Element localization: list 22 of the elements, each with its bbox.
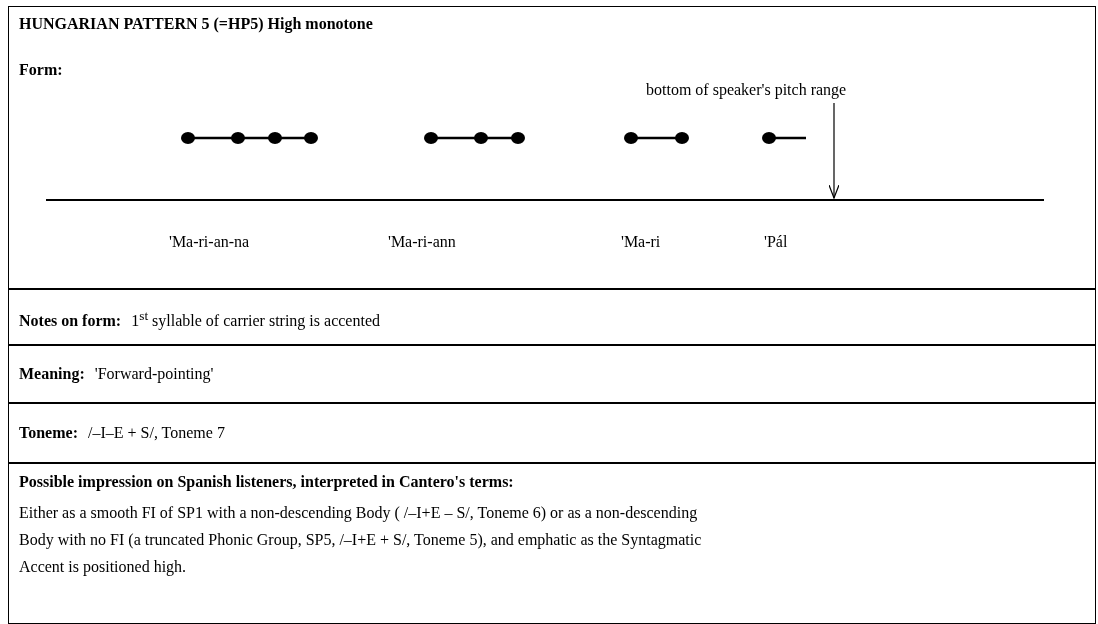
field-value: /–I–E + S/, Toneme 7: [87, 424, 225, 441]
table-row: [8, 344, 1096, 404]
field-heading: Toneme:: [19, 424, 78, 441]
section-heading: Form:: [19, 61, 63, 79]
syllable-label: 'Pál: [764, 233, 788, 251]
section-heading: Possible impression on Spanish listeners, interpreted in Cantero's terms:: [19, 473, 514, 491]
field-heading: Meaning:: [19, 365, 85, 382]
table-row: [8, 288, 1096, 346]
table-row: [8, 402, 1096, 464]
field-value: 'Forward-pointing': [94, 365, 214, 382]
baseline: [46, 199, 1044, 201]
syllable-label: 'Ma-ri: [621, 233, 661, 251]
table-row: [8, 6, 1096, 290]
field-value: 1$^{st}$ syllable of carrier string is accented: [131, 312, 380, 330]
pattern-title: HUNGARIAN PATTERN 5 (=HP5) High monotone: [19, 15, 373, 33]
table-row: [8, 462, 1096, 624]
syllable-label: 'Ma-ri-an-na: [169, 233, 250, 251]
syllable-label: 'Ma-ri-ann: [388, 233, 456, 251]
field-heading: Notes on form:: [19, 312, 122, 330]
paragraph: Either as a smooth FI of SP1 with a non-descending Body ( /–I+E – S/, Toneme 6) or as a non-descending Body with no FI (a truncated Phonic Group, SP5, /–I+E + S/, Toneme 5), and emphatic as the Syntagmatic Accent is positioned high.: [19, 503, 703, 578]
arrow: [828, 102, 840, 199]
annotation-text: bottom of speaker's pitch range: [646, 81, 946, 99]
